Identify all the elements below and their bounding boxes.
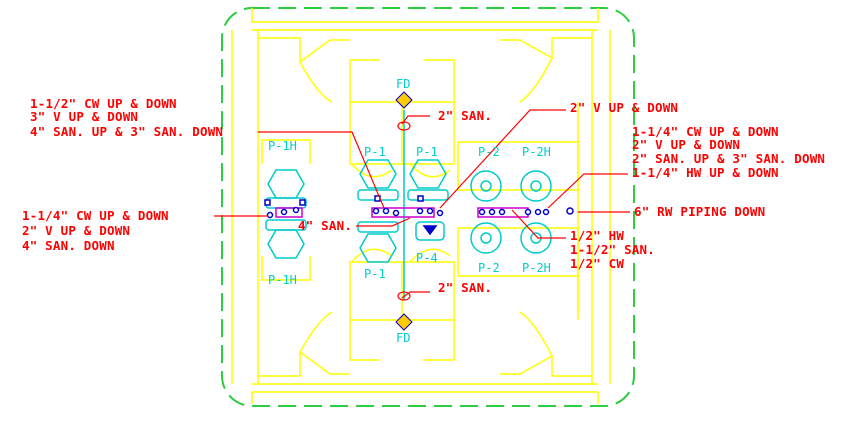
fixture-p1-bottom-tank bbox=[357, 221, 399, 233]
note-right-top-2: 2" V UP & DOWN bbox=[632, 137, 740, 152]
note-right-top-4: 1-1/4" HW UP & DOWN bbox=[632, 165, 779, 180]
fixture-tag-p1-bottom: P-1 bbox=[364, 267, 386, 281]
fixture-tag-fd-top: FD bbox=[396, 77, 410, 91]
fixtures bbox=[265, 110, 552, 300]
fixture-tag-fd-bottom: FD bbox=[396, 331, 410, 345]
note-left-bottom-1: 1-1/4" CW UP & DOWN bbox=[22, 208, 169, 223]
note-right-top-1: 1-1/4" CW UP & DOWN bbox=[632, 124, 779, 139]
fixture-tag-p4: P-4 bbox=[416, 251, 438, 265]
note-san-bottom: 2" SAN. bbox=[438, 280, 492, 295]
fixture-tag-p1-top-right: P-1 bbox=[416, 145, 438, 159]
note-right-bottom-3: 1/2" CW bbox=[570, 256, 624, 271]
note-rw-piping: 6" RW PIPING DOWN bbox=[634, 204, 765, 219]
floor-drain-bottom-icon bbox=[395, 313, 413, 331]
note-right-bottom-2: 1-1/2" SAN. bbox=[570, 242, 655, 257]
fixture-p1-top-right-shape bbox=[409, 159, 447, 189]
note-left-top-2: 3" V UP & DOWN bbox=[30, 109, 138, 124]
fixture-tag-p2-bottom: P-2 bbox=[478, 261, 500, 275]
fixture-p1h-top-shape bbox=[267, 169, 305, 199]
note-right-bottom-1: 1/2" HW bbox=[570, 228, 624, 243]
fixture-tag-p1h-bottom: P-1H bbox=[268, 273, 297, 287]
note-san-4: 4" SAN. bbox=[298, 218, 352, 233]
fixture-tag-p1h-top: P-1H bbox=[268, 139, 297, 153]
note-left-bottom-2: 2" V UP & DOWN bbox=[22, 223, 130, 238]
pipe-risers bbox=[264, 195, 574, 219]
note-left-bottom-3: 4" SAN. DOWN bbox=[22, 238, 115, 253]
fixture-p4-marker bbox=[422, 225, 438, 236]
fixture-p1-top-left-shape bbox=[359, 159, 397, 189]
note-vent-up-down: 2" V UP & DOWN bbox=[570, 100, 678, 115]
fixture-tag-p2h-top: P-2H bbox=[522, 145, 551, 159]
callout-leaders bbox=[214, 109, 630, 301]
fixture-p1h-bottom-shape bbox=[267, 229, 305, 259]
floor-drains bbox=[395, 91, 413, 331]
fixture-tag-p2-top: P-2 bbox=[478, 145, 500, 159]
fixture-tag-p2h-bottom: P-2H bbox=[522, 261, 551, 275]
fixture-p4-shape bbox=[415, 221, 445, 241]
fixture-tag-p1-top-left: P-1 bbox=[364, 145, 386, 159]
notes: 1-1/2" CW UP & DOWN 3" V UP & DOWN 4" SA… bbox=[22, 96, 825, 295]
room-boundary bbox=[221, 7, 635, 407]
note-san-top: 2" SAN. bbox=[438, 108, 492, 123]
rw-piping-icon bbox=[566, 207, 574, 215]
note-left-top-1: 1-1/2" CW UP & DOWN bbox=[30, 96, 177, 111]
fixture-p2-top-shape bbox=[470, 170, 502, 202]
fixture-p2-bottom-shape bbox=[470, 222, 502, 254]
fixture-p1-bottom-shape bbox=[359, 233, 397, 263]
floor-drain-top-icon bbox=[395, 91, 413, 109]
fixture-p2h-top-shape bbox=[520, 170, 552, 202]
note-right-top-3: 2" SAN. UP & 3" SAN. DOWN bbox=[632, 151, 825, 166]
walls bbox=[231, 8, 611, 404]
fixture-tags: FD FD P-1 P-1 P-1 P-1H P-1H P-2 P-2H P-2… bbox=[268, 77, 551, 345]
fixture-p1-top-right-tank bbox=[407, 189, 449, 201]
note-left-top-3: 4" SAN. UP & 3" SAN. DOWN bbox=[30, 124, 223, 139]
